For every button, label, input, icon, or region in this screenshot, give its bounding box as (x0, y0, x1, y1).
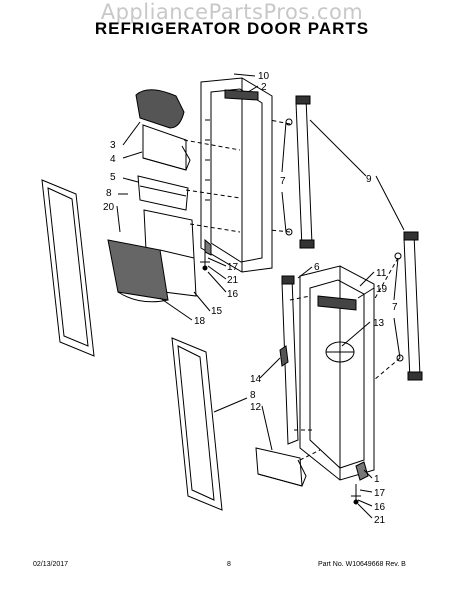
callout-14: 14 (250, 374, 262, 385)
ice-compartment (107, 209, 197, 303)
callout-3: 3 (110, 140, 116, 151)
door-bins-left (135, 89, 191, 211)
footer-date: 02/13/2017 (33, 561, 69, 568)
right-gasket (171, 337, 223, 511)
callout-16-right: 16 (374, 502, 386, 513)
right-handle (394, 231, 423, 381)
callout-8-left: 8 (106, 188, 112, 199)
callout-17-left: 17 (227, 262, 239, 273)
alignment-lines (183, 119, 401, 461)
callout-1: 1 (374, 474, 380, 485)
left-handle (285, 95, 315, 249)
callout-6: 6 (314, 262, 320, 273)
callout-16-left: 16 (227, 289, 239, 300)
center-channel (279, 275, 299, 445)
callout-21-right: 21 (374, 515, 386, 526)
callout-12: 12 (250, 402, 262, 413)
footer-page: 8 (227, 561, 231, 568)
callout-9: 9 (366, 174, 372, 185)
left-door-frame (200, 77, 273, 273)
callout-5: 5 (110, 172, 116, 183)
callout-21-left: 21 (227, 275, 239, 286)
callout-2: 2 (261, 82, 267, 93)
callout-17-right: 17 (374, 488, 386, 499)
callout-20: 20 (103, 202, 115, 213)
watermark: AppliancePartsPros.com (100, 0, 364, 24)
callout-7-left: 7 (280, 176, 286, 187)
callout-11: 11 (376, 268, 387, 279)
hardware-screws (200, 244, 361, 505)
left-gasket (41, 179, 95, 357)
right-door-frame (299, 265, 375, 481)
callout-15: 15 (211, 306, 223, 317)
callout-19: 19 (376, 284, 388, 295)
leader-lines (116, 73, 405, 519)
callout-10: 10 (258, 71, 270, 82)
footer-part-number: Part No. W10649668 Rev. B (318, 561, 406, 568)
callout-18: 18 (194, 316, 206, 327)
callout-4: 4 (110, 154, 116, 165)
page-title: REFRIGERATOR DOOR PARTS (94, 19, 370, 38)
callout-8-right: 8 (250, 390, 256, 401)
callout-7-right: 7 (392, 302, 398, 313)
lower-bin (255, 447, 307, 487)
callout-13: 13 (373, 318, 385, 329)
